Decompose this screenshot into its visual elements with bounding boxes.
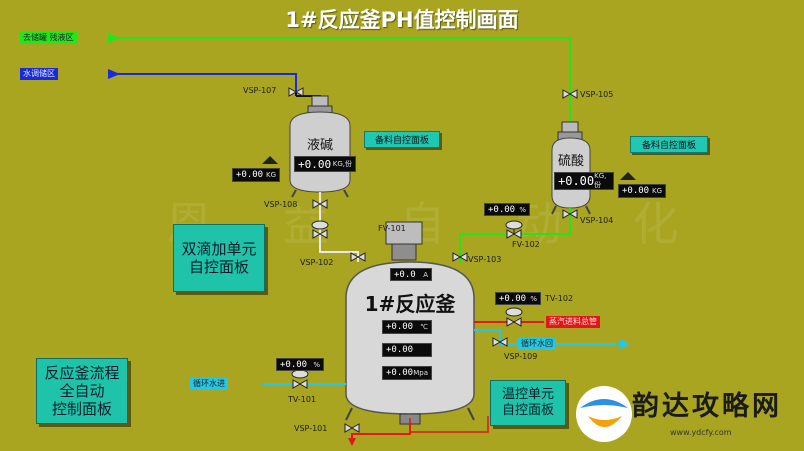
valve-vsp109 — [492, 337, 508, 347]
tag-vsp101: VSP-101 — [294, 424, 328, 433]
valve-fv102 — [505, 220, 523, 239]
valve-vsp105 — [562, 89, 578, 99]
acid-weight-display: +0.00 KG — [618, 184, 666, 198]
dosing-unit-panel-button[interactable]: 双滴加单元 自控面板 — [173, 224, 265, 292]
acid-level-display: +0.00 KG,份 — [554, 172, 614, 190]
reactor-pressure-display: +0.00 Mpa — [382, 366, 432, 380]
label-steam-in: 蒸汽进料总管 — [546, 316, 600, 328]
reactor-pressure-value: +0.00 — [386, 368, 414, 378]
tv102-value: +0.00 — [499, 293, 527, 304]
logo-icon — [576, 386, 632, 442]
reactor-pressure-unit: Mpa — [413, 369, 428, 377]
green-pipe-top — [108, 33, 571, 122]
label-circulating-in: 循环水进 — [190, 378, 228, 390]
alkali-weight-unit: KG — [265, 171, 276, 179]
reactor-ph-display: +0.00 — [382, 343, 432, 357]
alkali-weight-value: +0.00 — [236, 170, 264, 180]
acid-level-value: +0.00 — [558, 174, 595, 188]
tag-vsp107: VSP-107 — [243, 86, 277, 95]
fv102-unit: % — [519, 205, 526, 214]
tv102-unit: % — [530, 294, 537, 303]
temp-control-panel-button[interactable]: 温控单元 自控面板 — [490, 380, 566, 426]
reactor-current-value: +0.0 — [394, 269, 416, 280]
tag-tv101: TV-101 — [288, 395, 317, 404]
valve-vsp104 — [562, 209, 578, 219]
tag-vsp103: VSP-103 — [468, 255, 502, 264]
alkali-feed-panel-button[interactable]: 备料自控面板 — [364, 131, 440, 148]
tag-vsp105: VSP-105 — [580, 90, 614, 99]
fv102-value: +0.00 — [488, 204, 516, 215]
valve-vsp107 — [288, 87, 304, 97]
acid-weight-unit: KG — [651, 187, 662, 195]
valve-vsp108 — [312, 199, 328, 209]
blue-pipe-top — [108, 69, 321, 100]
alkali-weight-display: +0.00 KG — [232, 168, 280, 182]
tv102-display: +0.00 % — [495, 292, 541, 305]
tag-fv101: FV-101 — [378, 224, 406, 233]
alkali-level-display: +0.00 KG,份 — [294, 156, 356, 172]
tv101-display: +0.00 % — [276, 358, 324, 371]
tag-fv102: FV-102 — [512, 240, 540, 249]
site-logo: 韵达攻略网 www.ydcfy.com — [570, 378, 804, 451]
reactor-label: 1#反应釜 — [364, 292, 456, 316]
valve-vsp101 — [344, 423, 360, 433]
reactor-current-unit: A — [423, 270, 428, 279]
logo-text: 韵达攻略网 — [632, 391, 782, 422]
page-title: 1#反应釜PH值控制画面 — [285, 8, 519, 32]
reactor-vessel — [345, 221, 475, 425]
valve-vsp103 — [452, 252, 468, 262]
valve-fv101-arm — [311, 220, 329, 239]
tag-tv102: TV-102 — [545, 294, 574, 303]
tag-vsp104: VSP-104 — [580, 216, 614, 225]
reactor-current-display: +0.0 A — [390, 268, 432, 281]
tag-vsp108: VSP-108 — [264, 200, 298, 209]
acid-weight-value: +0.00 — [622, 186, 650, 196]
label-circulating-out: 循环水回 — [518, 338, 556, 350]
valve-tv101 — [291, 369, 309, 389]
acid-level-unit: KG,份 — [594, 172, 607, 189]
valve-vsp102 — [350, 252, 366, 262]
alkali-tank — [289, 95, 351, 198]
tv101-unit: % — [313, 360, 320, 369]
label-top-green-pipe: 去储罐 残液区 — [20, 32, 77, 44]
tag-vsp109: VSP-109 — [504, 352, 538, 361]
fv102-display: +0.00 % — [484, 203, 530, 216]
logo-url: www.ydcfy.com — [670, 428, 732, 437]
label-top-blue-pipe: 水调储区 — [20, 68, 58, 80]
valve-tv102 — [505, 307, 523, 327]
reactor-temp-display: +0.00 ℃ — [382, 320, 432, 334]
tag-vsp102: VSP-102 — [300, 258, 334, 267]
alkali-level-value: +0.00 — [298, 157, 332, 171]
reactor-flow-panel-button[interactable]: 反应釜流程 全自动 控制面板 — [36, 358, 128, 424]
alkali-level-unit: KG,份 — [332, 160, 352, 168]
alkali-tank-label: 液碱 — [306, 138, 333, 153]
reactor-temp-unit: ℃ — [420, 323, 428, 331]
acid-feed-panel-button[interactable]: 备料自控面板 — [630, 136, 708, 153]
tv101-value: +0.00 — [280, 359, 308, 370]
reactor-ph-value: +0.00 — [386, 345, 414, 355]
reactor-temp-value: +0.00 — [386, 322, 414, 332]
acid-tank-label: 硫酸 — [557, 154, 584, 169]
